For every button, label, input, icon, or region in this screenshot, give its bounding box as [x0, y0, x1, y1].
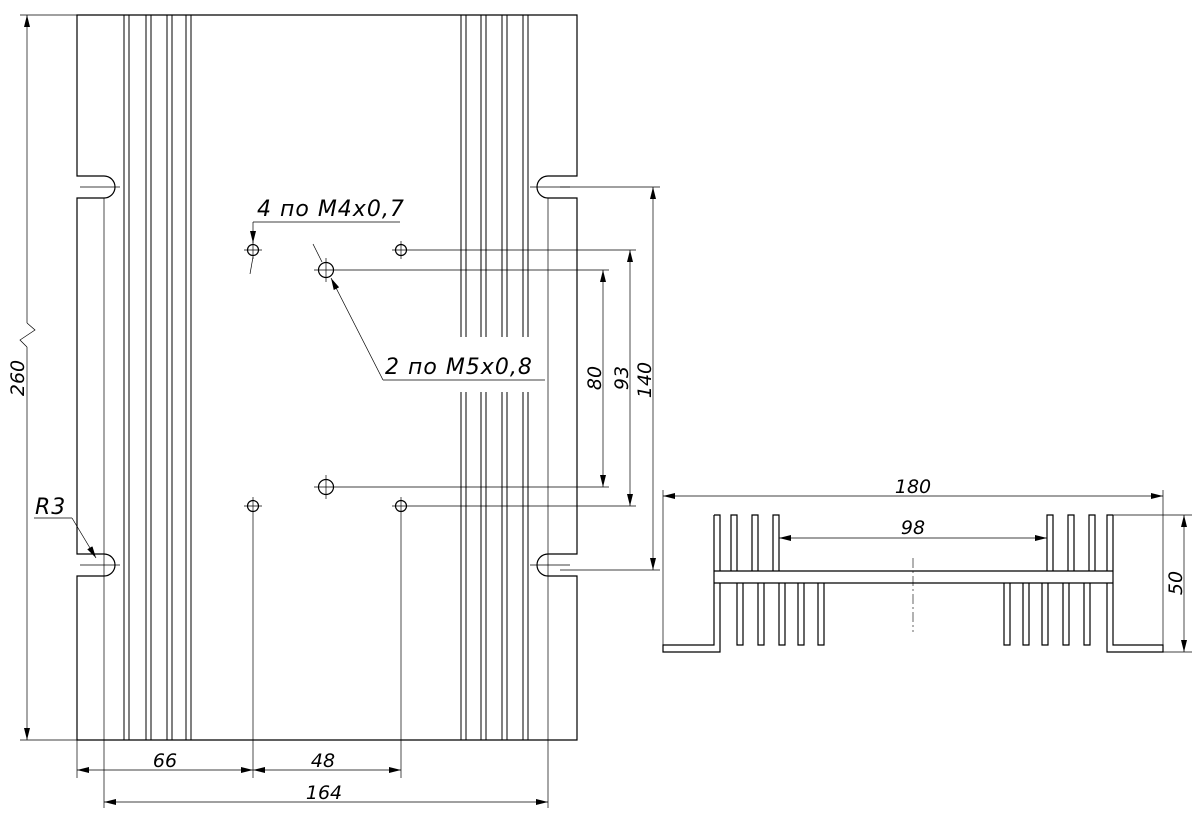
profile-view: 180 98 50 — [662, 476, 1192, 653]
dim-140-text: 140 — [634, 362, 656, 398]
profile-right-wall — [1106, 515, 1164, 653]
dim-98-text: 98 — [901, 517, 925, 539]
m4-holes — [246, 243, 408, 513]
profile-base — [714, 570, 1113, 584]
callout-m5-text: 2 по M5x0,8 — [385, 355, 533, 380]
dim-98: 98 — [779, 517, 1047, 541]
slot-centerlines — [80, 186, 570, 566]
callout-m4: 4 по M4x0,7 — [249, 197, 405, 275]
dim-260: 260 — [7, 14, 77, 741]
profile-left-wall-top — [714, 514, 721, 571]
dim-50-text: 50 — [1165, 571, 1187, 595]
dim-93: 93 — [611, 250, 633, 506]
extension-lines-bottom — [76, 198, 549, 808]
profile-right-wall-top — [1106, 514, 1113, 571]
dim-93-text: 93 — [611, 366, 633, 390]
callout-r3-text: R3 — [35, 495, 66, 520]
profile-left-wall — [662, 515, 721, 653]
dim-66-text: 66 — [153, 750, 177, 772]
callout-m5: 2 по M5x0,8 — [312, 243, 545, 381]
plate-outline — [76, 14, 578, 741]
dim-48: 48 — [253, 750, 401, 773]
dim-260-text: 260 — [7, 360, 29, 396]
left-fin-lines — [123, 15, 192, 740]
dim-80-text: 80 — [584, 366, 606, 390]
top-view: 80 93 140 260 66 — [7, 14, 660, 808]
dim-50: 50 — [1113, 514, 1192, 653]
dim-164: 164 — [104, 782, 548, 805]
dim-140: 140 — [634, 187, 656, 570]
callout-m4-text: 4 по M4x0,7 — [257, 197, 405, 222]
dim-66: 66 — [77, 750, 253, 773]
profile-lower-fins — [736, 583, 1091, 646]
profile-upper-fins — [730, 514, 1096, 571]
right-fin-lines — [460, 15, 529, 740]
dim-180: 180 — [662, 476, 1164, 645]
hole-crosshairs — [244, 241, 410, 515]
dim-164-text: 164 — [306, 782, 342, 804]
extension-lines-right — [338, 186, 660, 571]
m5-holes — [317, 261, 335, 496]
dim-180-text: 180 — [895, 476, 931, 498]
dim-80: 80 — [584, 270, 606, 487]
callout-r3: R3 — [34, 495, 97, 559]
dim-48-text: 48 — [311, 750, 335, 772]
